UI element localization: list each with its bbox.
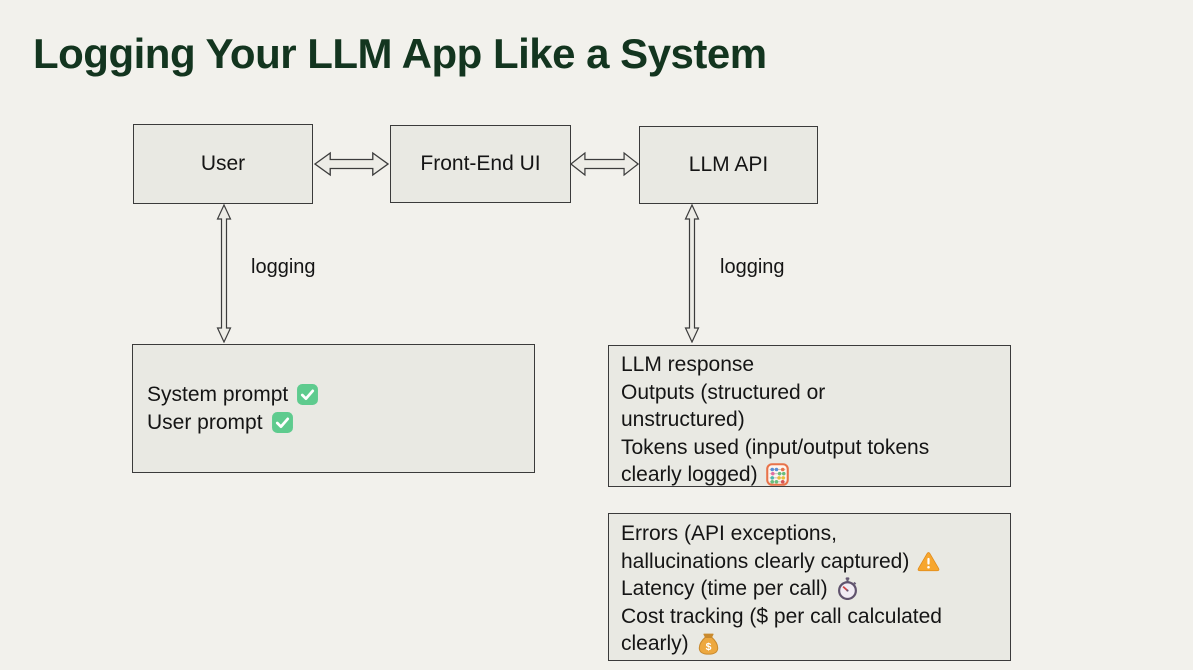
prompt-log-box: System prompt User prompt bbox=[132, 344, 535, 473]
diagram-box-user: User bbox=[133, 124, 313, 204]
double-arrow-user-frontend-icon bbox=[314, 151, 389, 177]
warning-icon bbox=[917, 550, 940, 573]
log-line-text: LLM response bbox=[621, 353, 755, 376]
check-icon bbox=[271, 411, 294, 434]
log-line: System prompt bbox=[147, 381, 534, 409]
log-line: Outputs (structured or bbox=[621, 379, 998, 407]
edge-label-logging-right: logging bbox=[720, 256, 785, 278]
page-title: Logging Your LLM App Like a System bbox=[33, 30, 767, 77]
log-line-text: Errors (API exceptions, bbox=[621, 522, 837, 545]
metrics-log-box: Errors (API exceptions, hallucinations c… bbox=[608, 513, 1011, 661]
log-line-text: User prompt bbox=[147, 410, 263, 434]
edge-label-logging-left: logging bbox=[251, 256, 316, 278]
log-line: User prompt bbox=[147, 409, 534, 437]
log-line: clearly logged) bbox=[621, 461, 998, 489]
diagram-box-llm-api: LLM API bbox=[639, 126, 818, 204]
abacus-icon bbox=[765, 463, 789, 486]
log-line-text: clearly logged) bbox=[621, 463, 758, 486]
log-line-text: Latency (time per call) bbox=[621, 577, 828, 600]
log-line-text: clearly) bbox=[621, 632, 689, 655]
node-label-llm-api: LLM API bbox=[688, 153, 769, 176]
log-line: Cost tracking ($ per call calculated bbox=[621, 603, 998, 631]
check-icon bbox=[296, 383, 319, 406]
log-line-text: Tokens used (input/output tokens bbox=[621, 435, 930, 459]
log-line-text: hallucinations clearly captured) bbox=[621, 549, 910, 573]
log-line-text: unstructured) bbox=[621, 408, 745, 431]
log-line: clearly) $ bbox=[621, 630, 998, 658]
node-label-frontend-ui: Front-End UI bbox=[420, 152, 541, 175]
log-line: hallucinations clearly captured) bbox=[621, 548, 998, 576]
diagram-box-frontend-ui: Front-End UI bbox=[390, 125, 571, 203]
log-line-text: Outputs (structured or bbox=[621, 380, 826, 404]
stopwatch-icon bbox=[836, 577, 859, 600]
svg-text:$: $ bbox=[705, 642, 711, 653]
log-line: LLM response bbox=[621, 351, 998, 379]
response-log-box: LLM response Outputs (structured or unst… bbox=[608, 345, 1011, 487]
double-arrow-frontend-llmapi-icon bbox=[570, 151, 639, 177]
log-line-text: System prompt bbox=[147, 382, 289, 406]
double-arrow-llmapi-logging-icon bbox=[684, 204, 700, 343]
money-bag-icon: $ bbox=[697, 632, 720, 655]
log-line: Tokens used (input/output tokens bbox=[621, 434, 998, 462]
log-line: unstructured) bbox=[621, 406, 998, 434]
log-line-text: Cost tracking ($ per call calculated bbox=[621, 604, 942, 628]
log-line: Latency (time per call) bbox=[621, 575, 998, 603]
node-label-user: User bbox=[200, 152, 246, 175]
log-line: Errors (API exceptions, bbox=[621, 520, 998, 548]
double-arrow-user-logging-icon bbox=[216, 204, 232, 343]
